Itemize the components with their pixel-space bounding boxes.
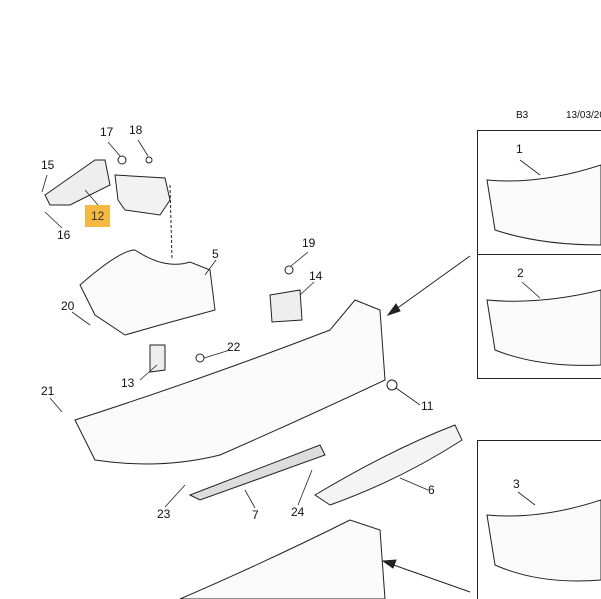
callout-15[interactable]: 15 bbox=[41, 158, 55, 172]
section-code: B3 bbox=[516, 110, 529, 121]
bracket-part bbox=[114, 174, 171, 216]
callout-22[interactable]: 22 bbox=[227, 340, 241, 354]
callout-2[interactable]: 2 bbox=[517, 266, 524, 280]
bracket-part-13 bbox=[149, 344, 166, 373]
skid-plate-part-6 bbox=[314, 424, 463, 506]
bumper-variant-part bbox=[179, 519, 386, 599]
callout-17[interactable]: 17 bbox=[100, 125, 114, 139]
bumper-part bbox=[74, 299, 386, 465]
variant-panel-3 bbox=[477, 440, 601, 599]
clip-part-14 bbox=[269, 289, 303, 323]
callout-12-highlighted[interactable]: 12 bbox=[85, 205, 111, 227]
callout-11[interactable]: 11 bbox=[421, 399, 434, 413]
side-cover-part-5 bbox=[79, 249, 216, 336]
callout-20[interactable]: 20 bbox=[61, 299, 75, 313]
callout-14[interactable]: 14 bbox=[309, 269, 323, 283]
clip-part-19 bbox=[284, 265, 294, 275]
callout-7[interactable]: 7 bbox=[252, 508, 259, 522]
clip-part-18 bbox=[145, 156, 153, 164]
nut-part-17 bbox=[117, 155, 127, 165]
callout-23[interactable]: 23 bbox=[157, 507, 171, 521]
callout-6[interactable]: 6 bbox=[428, 483, 435, 497]
revision-date: 13/03/20 bbox=[566, 110, 601, 121]
callout-18[interactable]: 18 bbox=[129, 123, 143, 137]
callout-13[interactable]: 13 bbox=[121, 376, 135, 390]
variant-panel-2 bbox=[477, 254, 601, 379]
callout-19[interactable]: 19 bbox=[302, 236, 316, 250]
callout-16[interactable]: 16 bbox=[57, 228, 71, 242]
callout-21[interactable]: 21 bbox=[41, 384, 55, 398]
callout-24[interactable]: 24 bbox=[291, 505, 305, 519]
callout-5[interactable]: 5 bbox=[212, 247, 219, 261]
callout-3[interactable]: 3 bbox=[513, 477, 520, 491]
bracket-part-12 bbox=[44, 159, 111, 206]
strip-part-7 bbox=[188, 444, 326, 501]
screw-part-22 bbox=[195, 353, 205, 363]
callout-1[interactable]: 1 bbox=[516, 142, 523, 156]
cap-part-11 bbox=[386, 379, 398, 391]
